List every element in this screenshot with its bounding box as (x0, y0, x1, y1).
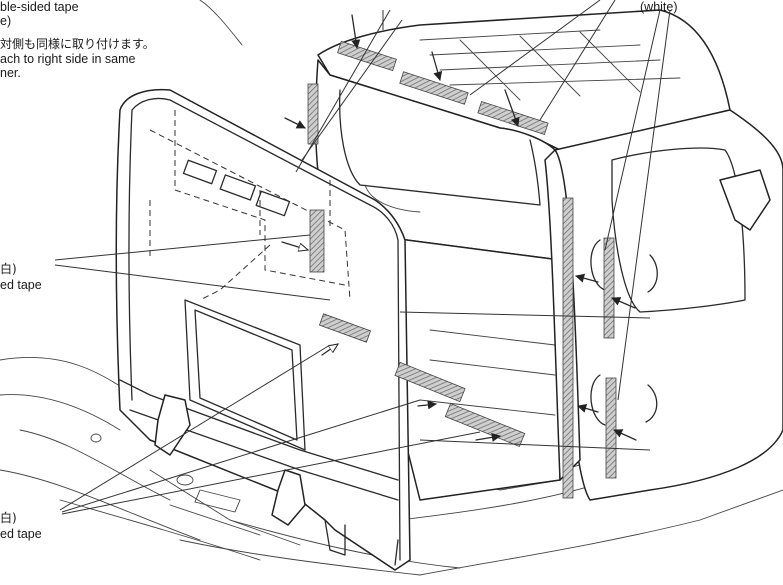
callout-top-right-label: (white) (640, 0, 678, 14)
callout-mid-left-line2: ed tape (0, 278, 42, 292)
placement-arrows (281, 14, 637, 442)
callout-top-left-line4: ach to right side in same (0, 52, 136, 66)
callout-bottom-left-line1: 白) (0, 511, 17, 525)
front-panel (115, 88, 411, 571)
corner-sketch (199, 0, 243, 46)
callout-top-left-line5: ner. (0, 66, 21, 80)
callout-top-left-jp: 対側も同様に取り付けます。 (0, 37, 155, 51)
callout-mid-left-line1: 白) (0, 262, 17, 276)
leader-lines (54, 0, 671, 515)
callout-top-left-line1: ble-sided tape (0, 0, 79, 14)
callout-bottom-left-line2: ed tape (0, 527, 42, 541)
tape-strips (307, 40, 617, 499)
callout-top-left-line2: e) (0, 14, 12, 28)
